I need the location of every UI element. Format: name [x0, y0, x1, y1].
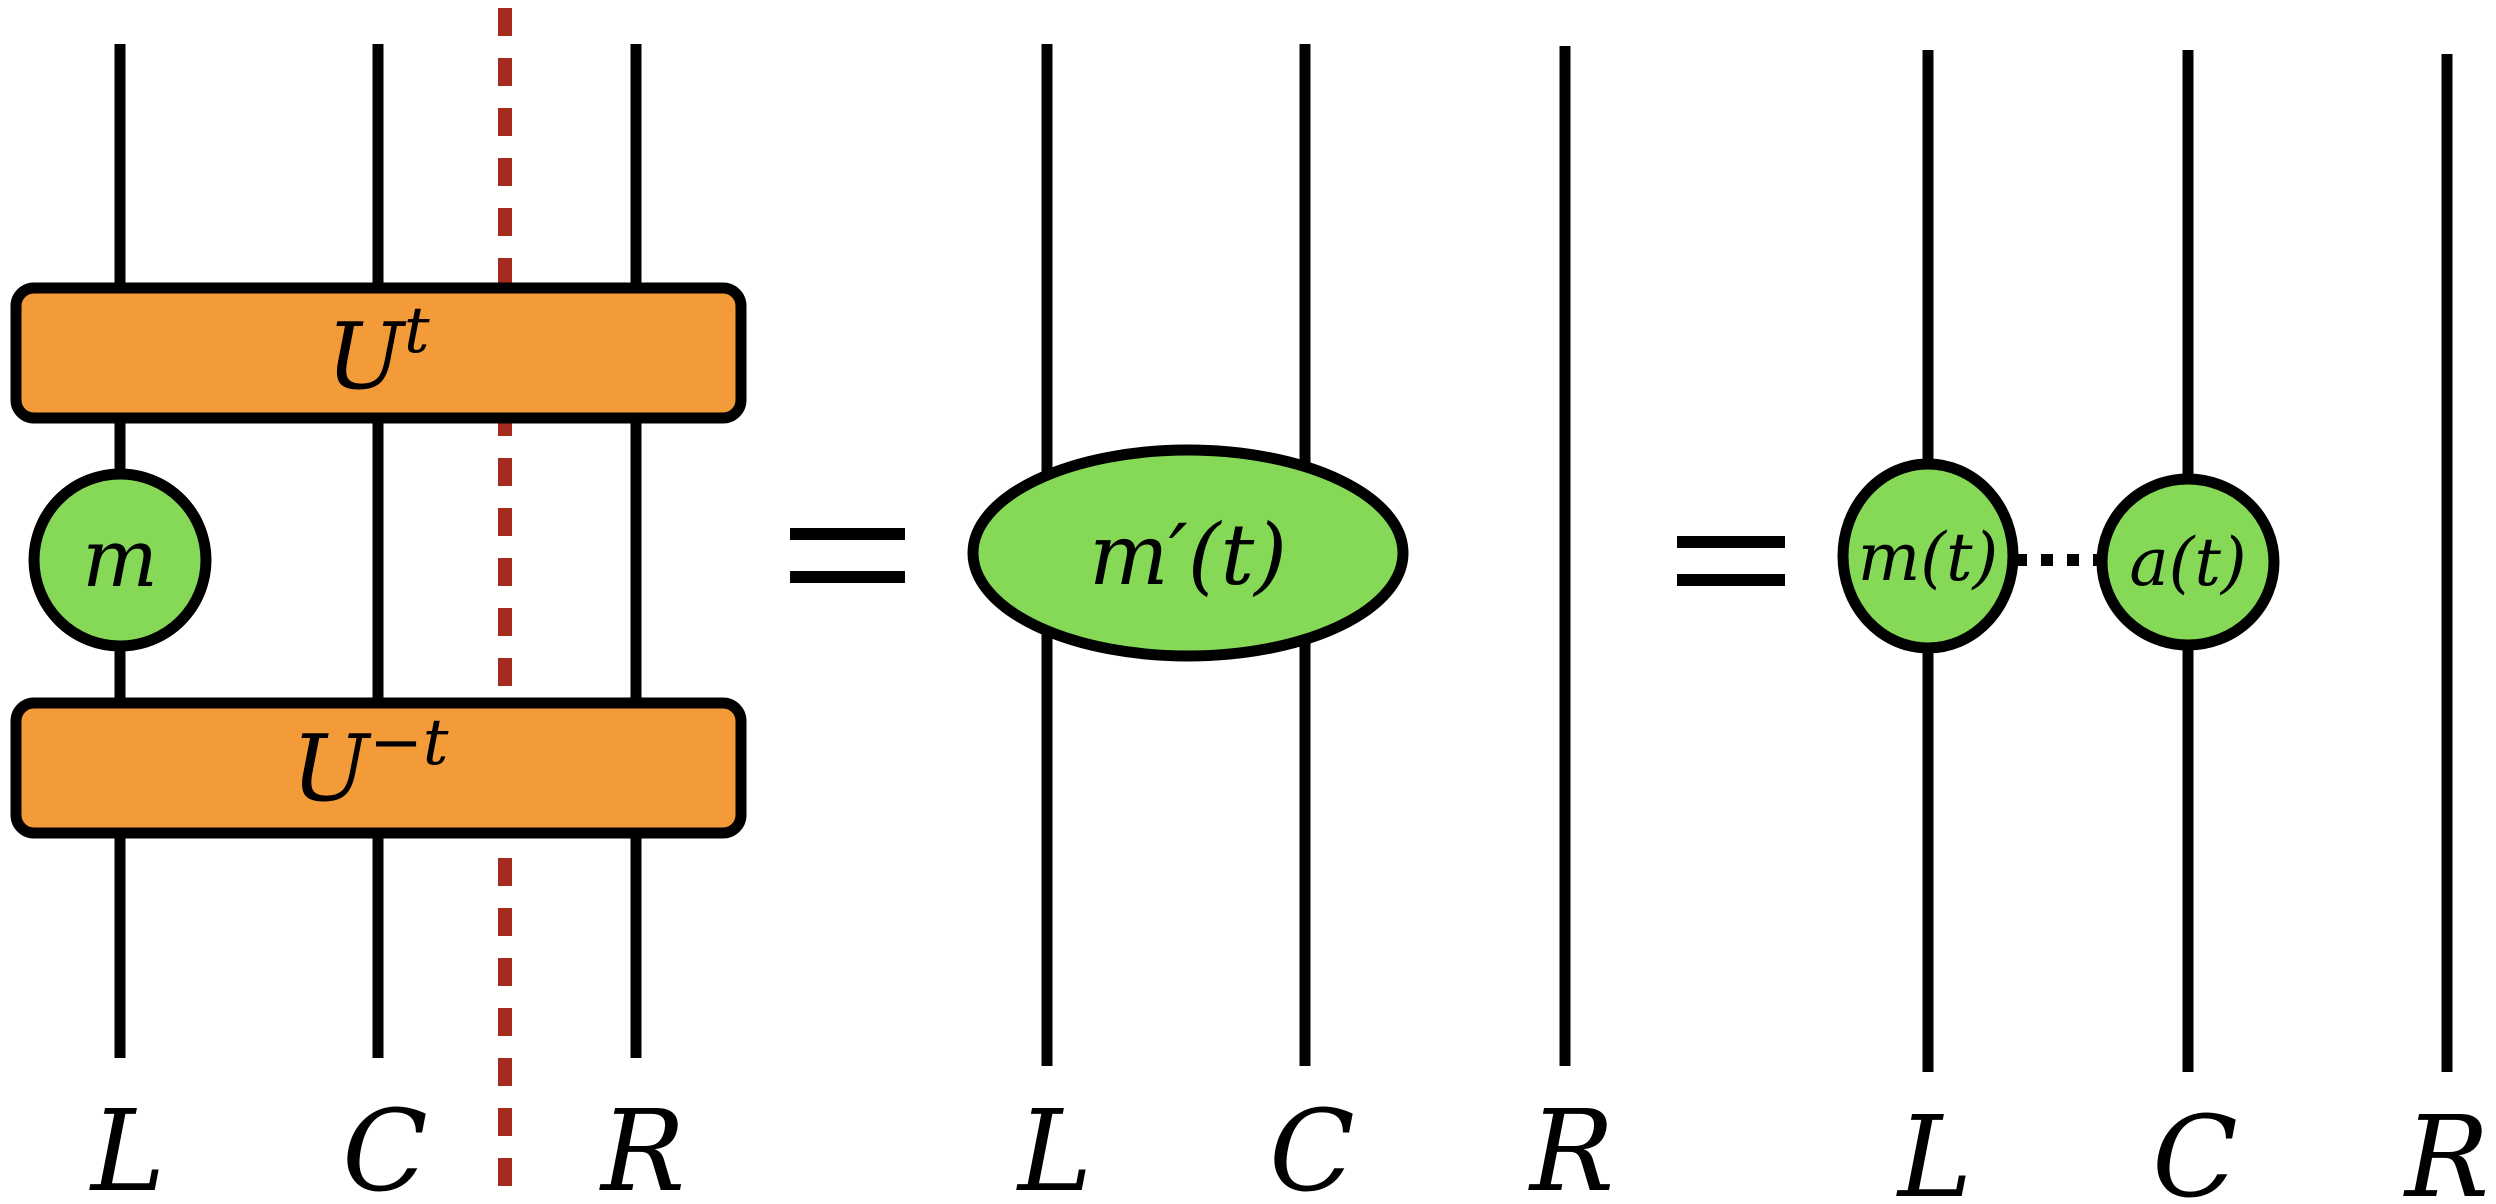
- label-R-2: R: [1528, 1087, 1614, 1204]
- node-m-label: m: [82, 512, 158, 605]
- node-a-t-label: a(t): [2129, 524, 2246, 601]
- label-C-2: C: [1269, 1087, 1355, 1204]
- gate-u-minus-t: [10, 697, 747, 839]
- node-m-prime-label: m′(t): [1089, 506, 1287, 604]
- equals-sign-1: [790, 528, 905, 583]
- label-R-1: R: [599, 1087, 685, 1204]
- node-m-t-label: m(t): [1858, 519, 1999, 596]
- node-m-t: [1837, 458, 2019, 654]
- panel-3: m(t) a(t) L C R: [1837, 50, 2489, 1204]
- label-L-3: L: [1896, 1093, 1972, 1204]
- label-R-3: R: [2403, 1093, 2489, 1204]
- label-L-1: L: [89, 1087, 165, 1204]
- label-L-2: L: [1016, 1087, 1092, 1204]
- gate-u-t-label: Ut: [326, 294, 430, 410]
- gate-u-t: [10, 282, 747, 424]
- node-m-prime: [967, 444, 1409, 662]
- node-a-t: [2096, 473, 2280, 651]
- equals-sign-2: [1677, 536, 1785, 586]
- panel-1: Ut m U−t L C R: [10, 8, 747, 1204]
- label-C-1: C: [342, 1087, 428, 1204]
- gate-u-minus-t-label: U−t: [292, 706, 449, 822]
- node-m: [28, 468, 212, 652]
- panel-2: m′(t) L C R: [967, 44, 1614, 1204]
- label-C-3: C: [2152, 1093, 2238, 1204]
